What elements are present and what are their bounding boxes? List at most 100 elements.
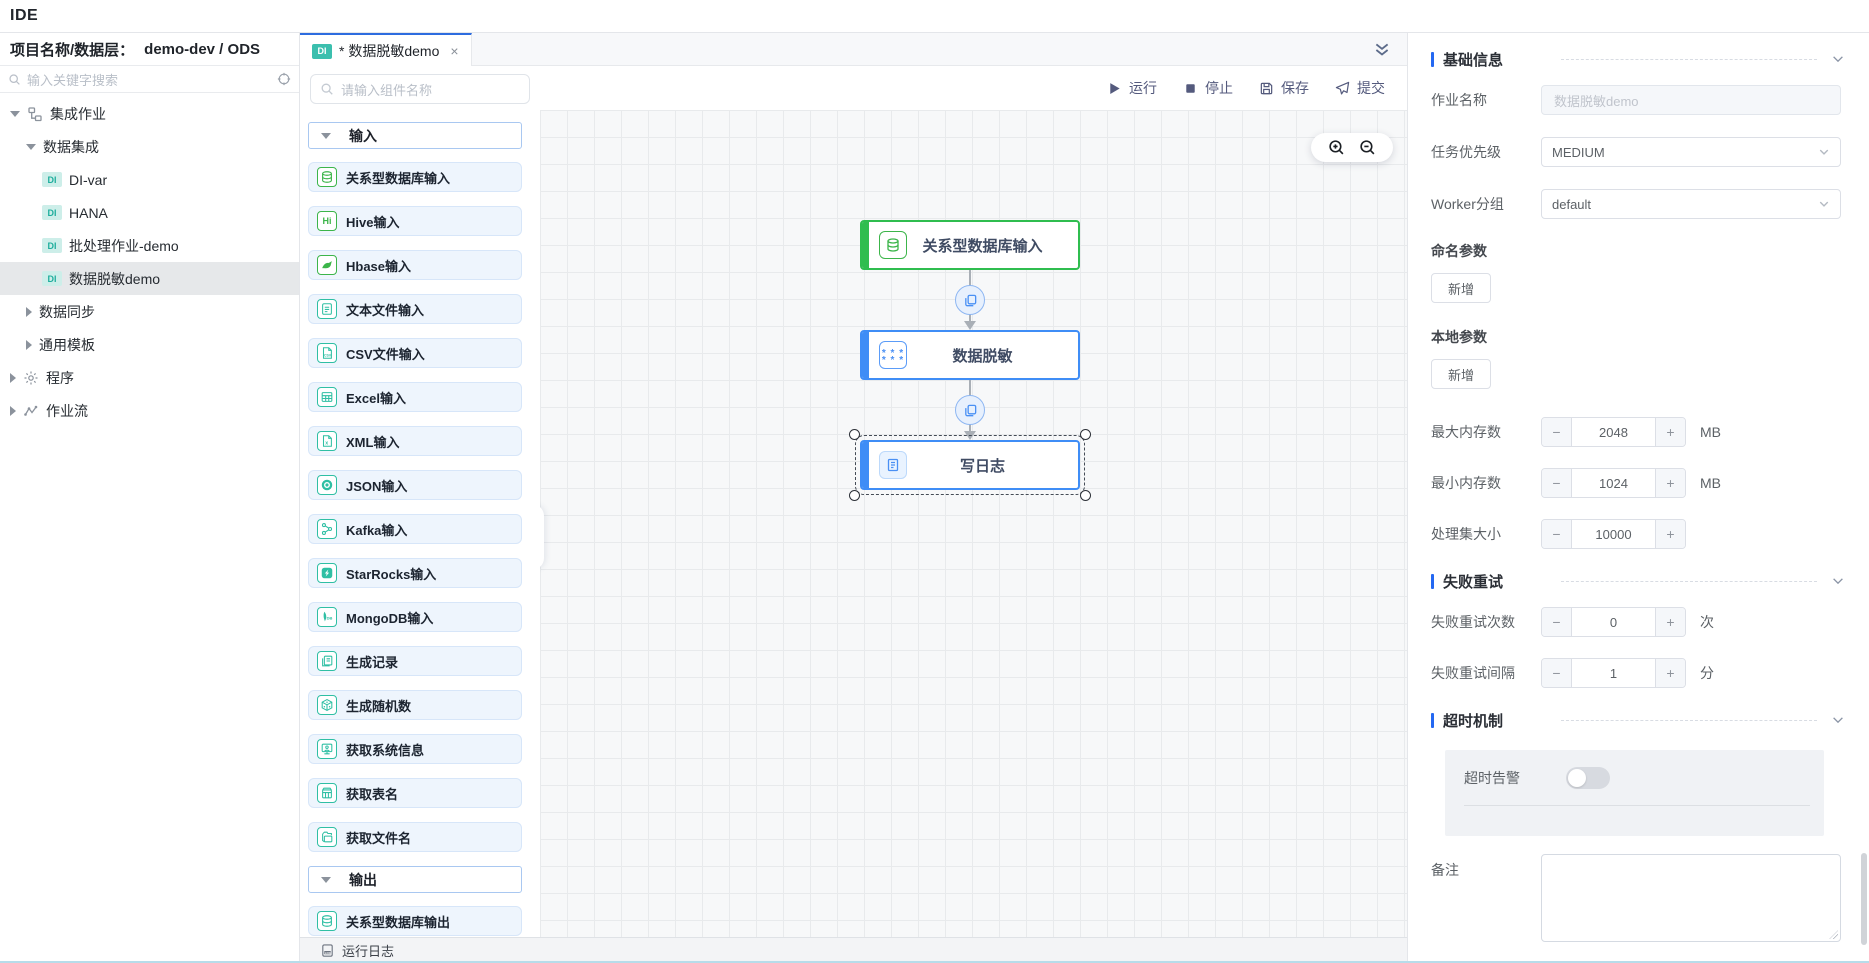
job-name-input[interactable]: 数据脱敏demo — [1541, 85, 1841, 115]
retry-times-value[interactable]: 0 — [1609, 614, 1618, 630]
palette-item-kafka-input[interactable]: Kafka输入 — [308, 514, 522, 544]
tree-item-data-sync[interactable]: 数据同步 — [0, 295, 299, 328]
tree-item-data-integration[interactable]: 数据集成 — [0, 130, 299, 163]
locate-icon[interactable] — [277, 72, 291, 86]
caret-down-icon[interactable] — [26, 143, 36, 150]
edge-arrow-icon — [964, 321, 976, 330]
caret-right-icon[interactable] — [10, 405, 16, 416]
palette-item-rdb-input[interactable]: 关系型数据库输入 — [308, 162, 522, 192]
tree-item-integration-jobs[interactable]: 集成作业 — [0, 97, 299, 130]
palette-item-get-system-info[interactable]: 获取系统信息 — [308, 734, 522, 764]
palette-item-mongodb-input[interactable]: DB MongoDB输入 — [308, 602, 522, 632]
palette-item-hbase-input[interactable]: Hbase输入 — [308, 250, 522, 280]
field-retry-interval: 失败重试间隔 − 1 + 分 — [1431, 658, 1845, 688]
selection-handle[interactable] — [849, 429, 860, 440]
palette-group-output[interactable]: 输出 — [308, 866, 522, 893]
named-params-add-button[interactable]: 新增 — [1431, 273, 1491, 303]
palette-item-get-file-name[interactable]: 获取文件名 — [308, 822, 522, 852]
palette-item-text-file-input[interactable]: 文本文件输入 — [308, 294, 522, 324]
increment-button[interactable]: + — [1655, 418, 1685, 446]
caret-down-icon[interactable] — [10, 110, 20, 117]
zoom-out-icon[interactable] — [1359, 139, 1376, 156]
selection-handle[interactable] — [1080, 429, 1091, 440]
double-chevron-down-icon[interactable] — [1373, 41, 1391, 59]
priority-select[interactable]: MEDIUM — [1541, 137, 1841, 167]
chevron-down-icon[interactable] — [1831, 574, 1845, 588]
tree-item-common-template[interactable]: 通用模板 — [0, 328, 299, 361]
caret-right-icon[interactable] — [10, 372, 16, 383]
node-data-mask[interactable]: * * ** * * 数据脱敏 — [860, 330, 1080, 380]
di-badge: DI — [42, 271, 62, 286]
palette-item-excel-input[interactable]: Excel输入 — [308, 382, 522, 412]
flow-canvas[interactable]: 关系型数据库输入 * * ** * * 数据脱敏 写日志 — [510, 110, 1407, 937]
di-badge: DI — [42, 205, 62, 220]
panel-scrollbar[interactable] — [1861, 853, 1867, 945]
palette-item-hive-input[interactable]: Hi Hive输入 — [308, 206, 522, 236]
palette-item-xml-input[interactable]: x XML输入 — [308, 426, 522, 456]
tree-item-workflow[interactable]: 作业流 — [0, 394, 299, 427]
canvas-toolbar: 运行 停止 保存 提交 — [540, 66, 1407, 110]
section-retry: 失败重试 — [1431, 569, 1845, 593]
selection-handle[interactable] — [1080, 490, 1091, 501]
edge-copy-badge[interactable] — [955, 285, 985, 315]
timeout-alarm-toggle[interactable] — [1566, 767, 1610, 789]
batch-size-value[interactable]: 10000 — [1595, 526, 1632, 542]
copy-files-icon — [964, 404, 976, 416]
decrement-button[interactable]: − — [1542, 608, 1572, 636]
selection-handle[interactable] — [849, 490, 860, 501]
tree-search-input[interactable]: 输入关键字搜索 — [0, 66, 299, 93]
tab-data-mask-demo[interactable]: DI * 数据脱敏demo × — [300, 33, 472, 67]
save-button[interactable]: 保存 — [1259, 78, 1309, 98]
retry-interval-value[interactable]: 1 — [1609, 665, 1618, 681]
decrement-button[interactable]: − — [1542, 520, 1572, 548]
increment-button[interactable]: + — [1655, 608, 1685, 636]
node-rdb-input[interactable]: 关系型数据库输入 — [860, 220, 1080, 270]
decrement-button[interactable]: − — [1542, 659, 1572, 687]
max-memory-stepper: − 2048 + — [1541, 417, 1686, 447]
node-write-log[interactable]: 写日志 — [849, 429, 1091, 501]
stop-button[interactable]: 停止 — [1183, 78, 1233, 98]
tree-item-program[interactable]: 程序 — [0, 361, 299, 394]
palette-item-starrocks-input[interactable]: StarRocks输入 — [308, 558, 522, 588]
palette-item-generate-random[interactable]: 生成随机数 — [308, 690, 522, 720]
increment-button[interactable]: + — [1655, 520, 1685, 548]
min-memory-value[interactable]: 1024 — [1599, 475, 1628, 491]
unit-label: 次 — [1700, 614, 1714, 630]
section-title: 失败重试 — [1443, 573, 1504, 591]
palette-item-get-table-name[interactable]: 获取表名 — [308, 778, 522, 808]
run-log-label[interactable]: 运行日志 — [342, 944, 395, 959]
remark-textarea[interactable] — [1541, 854, 1841, 942]
database-icon — [317, 911, 337, 931]
zoom-in-icon[interactable] — [1328, 139, 1345, 156]
zoom-controls — [1311, 133, 1393, 162]
chevron-down-icon[interactable] — [1831, 713, 1845, 727]
local-params-add-button[interactable]: 新增 — [1431, 359, 1491, 389]
tree-item-di-var[interactable]: DI DI-var — [0, 163, 299, 196]
submit-button[interactable]: 提交 — [1335, 78, 1385, 98]
field-retry-times: 失败重试次数 − 0 + 次 — [1431, 607, 1845, 637]
tree-item-hana[interactable]: DI HANA — [0, 196, 299, 229]
decrement-button[interactable]: − — [1542, 418, 1572, 446]
palette-item-csv-file-input[interactable]: CSV CSV文件输入 — [308, 338, 522, 368]
decrement-button[interactable]: − — [1542, 469, 1572, 497]
increment-button[interactable]: + — [1655, 469, 1685, 497]
edge-copy-badge[interactable] — [955, 395, 985, 425]
caret-right-icon[interactable] — [26, 339, 32, 350]
palette-item-rdb-output[interactable]: 关系型数据库输出 — [308, 906, 522, 936]
tab-close-icon[interactable]: × — [450, 43, 459, 59]
max-memory-value[interactable]: 2048 — [1599, 424, 1628, 440]
palette-item-json-input[interactable]: JSON输入 — [308, 470, 522, 500]
field-label: Worker分组 — [1431, 196, 1504, 212]
run-button[interactable]: 运行 — [1107, 78, 1157, 98]
caret-right-icon[interactable] — [26, 306, 32, 317]
worker-group-select[interactable]: default — [1541, 189, 1841, 219]
resize-grip-icon[interactable] — [1829, 930, 1838, 939]
component-search-input[interactable]: 请输入组件名称 — [310, 74, 530, 104]
palette-group-input[interactable]: 输入 — [308, 122, 522, 149]
palette-item-generate-records[interactable]: 生成记录 — [308, 646, 522, 676]
chevron-down-icon[interactable] — [1831, 52, 1845, 66]
divider — [1464, 805, 1810, 806]
tree-item-data-mask-demo[interactable]: DI 数据脱敏demo — [0, 262, 299, 295]
tree-item-batch-demo[interactable]: DI 批处理作业-demo — [0, 229, 299, 262]
increment-button[interactable]: + — [1655, 659, 1685, 687]
